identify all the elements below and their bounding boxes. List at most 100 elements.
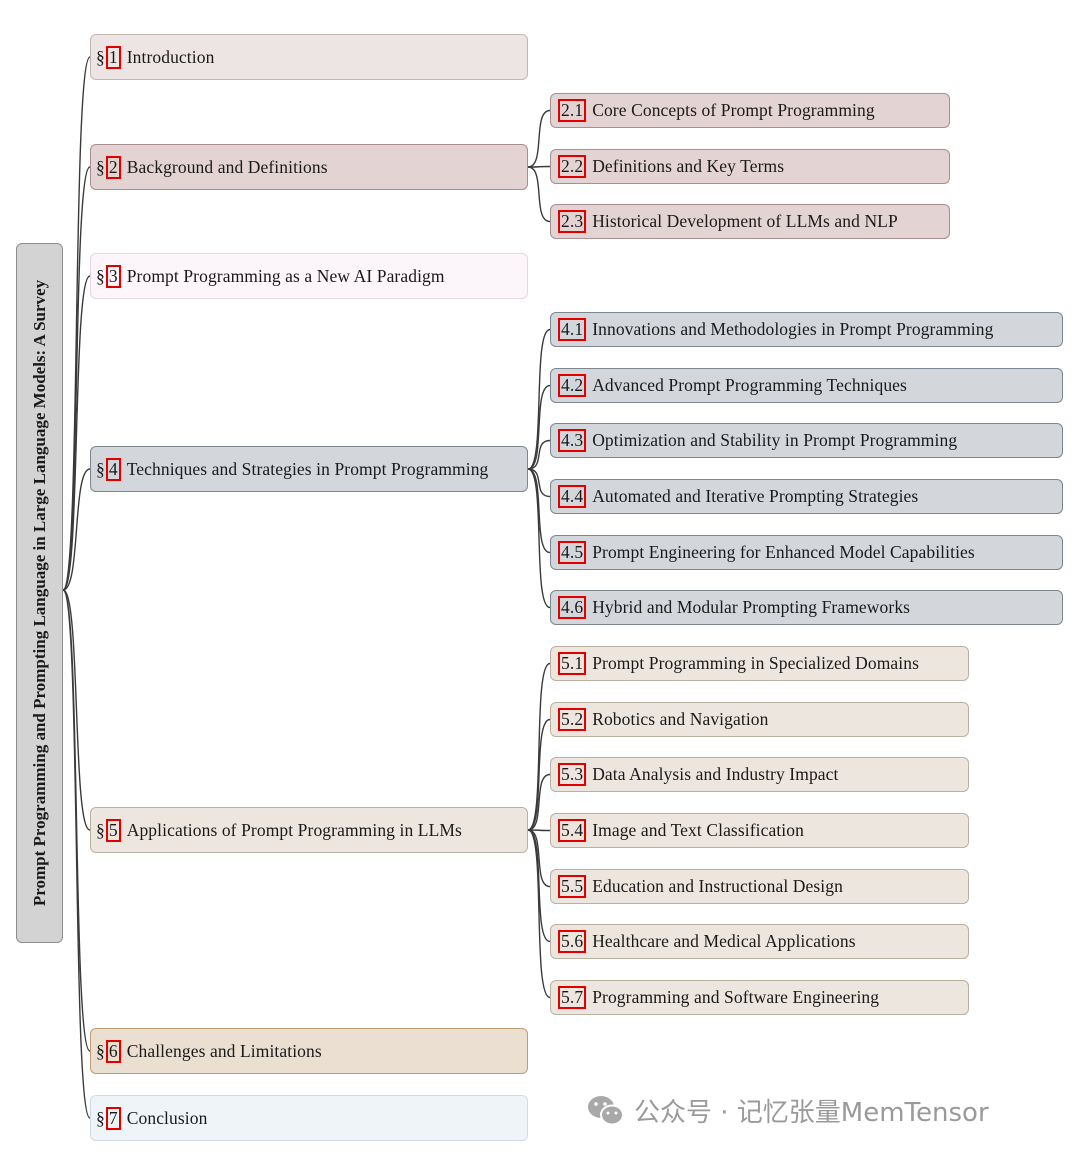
section-4-to-4.3-line (527, 439, 551, 470)
root-to-section-7-line (62, 589, 91, 1119)
subsection-number-link[interactable]: 5.6 (558, 930, 587, 953)
section-4-to-4.1-line (527, 328, 551, 470)
subsection-title: Core Concepts of Prompt Programming (592, 100, 875, 120)
subsection-number-link[interactable]: 2.1 (558, 99, 587, 122)
subsection-number-link[interactable]: 4.6 (558, 596, 587, 619)
section-number-link[interactable]: 5 (105, 818, 121, 842)
subsection-title: Hybrid and Modular Prompting Frameworks (592, 597, 911, 617)
section-title: Techniques and Strategies in Prompt Prog… (126, 458, 489, 479)
section-title: Introduction (126, 46, 215, 67)
subsection-number-link[interactable]: 2.3 (558, 210, 587, 233)
subsection-number-link[interactable]: 4.3 (558, 429, 587, 452)
section-number-link[interactable]: 1 (105, 45, 121, 69)
subsection-title: Definitions and Key Terms (592, 156, 785, 176)
section-number-link[interactable]: 2 (105, 155, 121, 179)
root-to-section-5-line (62, 589, 91, 831)
section-5-to-5.7-line (527, 829, 551, 999)
section-4-to-4.6-line (527, 468, 551, 609)
section-number-link[interactable]: 3 (105, 264, 121, 288)
subsection-number-link[interactable]: 4.5 (558, 541, 587, 564)
section-4-to-4.5-line (527, 468, 551, 554)
subsection-title: Innovations and Methodologies in Prompt … (592, 319, 994, 339)
section-2-to-2.2-line (527, 165, 551, 168)
subsection-title: Programming and Software Engineering (592, 987, 880, 1007)
subsection-title: Advanced Prompt Programming Techniques (592, 375, 907, 395)
section-title: Conclusion (126, 1107, 208, 1128)
subsection-number-link[interactable]: 4.2 (558, 374, 587, 397)
subsection-number-link[interactable]: 5.3 (558, 763, 587, 786)
subsection-title: Education and Instructional Design (592, 876, 843, 896)
subsection-title: Prompt Programming in Specialized Domain… (592, 653, 920, 673)
subsection-number-link[interactable]: 5.4 (558, 819, 587, 842)
subsection-title: Image and Text Classification (592, 820, 804, 840)
root-node: Prompt Programming and Prompting Languag… (16, 243, 63, 943)
subsection-number-link[interactable]: 4.4 (558, 485, 587, 508)
section-symbol: § (96, 46, 105, 67)
subsection-number-link[interactable]: 5.7 (558, 986, 587, 1009)
section-symbol: § (96, 1040, 105, 1061)
section-5-to-5.5-line (527, 829, 551, 888)
root-to-section-4-line (62, 468, 91, 591)
subsection-title: Optimization and Stability in Prompt Pro… (592, 430, 958, 450)
root-to-section-2-line (62, 166, 91, 591)
subsection-number-link[interactable]: 5.1 (558, 652, 587, 675)
subsection-title: Prompt Engineering for Enhanced Model Ca… (592, 542, 975, 562)
section-title: Challenges and Limitations (126, 1040, 322, 1061)
section-4-to-4.4-line (527, 468, 551, 498)
subsection-title: Healthcare and Medical Applications (592, 931, 856, 951)
section-title: Prompt Programming as a New AI Paradigm (126, 265, 445, 286)
wechat-icon (588, 1095, 624, 1125)
section-4-to-4.2-line (527, 384, 551, 470)
subsection-number-link[interactable]: 4.1 (558, 318, 587, 341)
subsection-number-link[interactable]: 5.2 (558, 708, 587, 731)
section-symbol: § (96, 458, 105, 479)
section-symbol: § (96, 819, 105, 840)
subsection-title: Historical Development of LLMs and NLP (592, 211, 898, 231)
section-5-to-5.3-line (527, 773, 551, 831)
section-number-link[interactable]: 7 (105, 1106, 121, 1130)
subsection-number-link[interactable]: 5.5 (558, 875, 587, 898)
section-2-to-2.1-line (527, 109, 551, 168)
section-2-to-2.3-line (527, 166, 551, 223)
watermark-text: 公众号 · 记忆张量MemTensor (634, 1098, 989, 1128)
section-symbol: § (96, 265, 105, 286)
root-label: Prompt Programming and Prompting Languag… (29, 279, 49, 907)
section-title: Background and Definitions (126, 156, 328, 177)
section-title: Applications of Prompt Programming in LL… (126, 819, 462, 840)
section-symbol: § (96, 156, 105, 177)
subsection-number-link[interactable]: 2.2 (558, 155, 587, 178)
section-5-to-5.1-line (527, 662, 551, 831)
watermark: 公众号 · 记忆张量MemTensor (586, 1092, 989, 1129)
section-5-to-5.4-line (527, 829, 551, 832)
root-to-section-3-line (62, 275, 91, 591)
subsection-title: Robotics and Navigation (592, 709, 769, 729)
section-5-to-5.2-line (527, 718, 551, 831)
root-to-section-1-line (62, 56, 91, 591)
section-symbol: § (96, 1107, 105, 1128)
subsection-title: Data Analysis and Industry Impact (592, 764, 839, 784)
section-number-link[interactable]: 6 (105, 1039, 121, 1063)
section-number-link[interactable]: 4 (105, 457, 121, 481)
